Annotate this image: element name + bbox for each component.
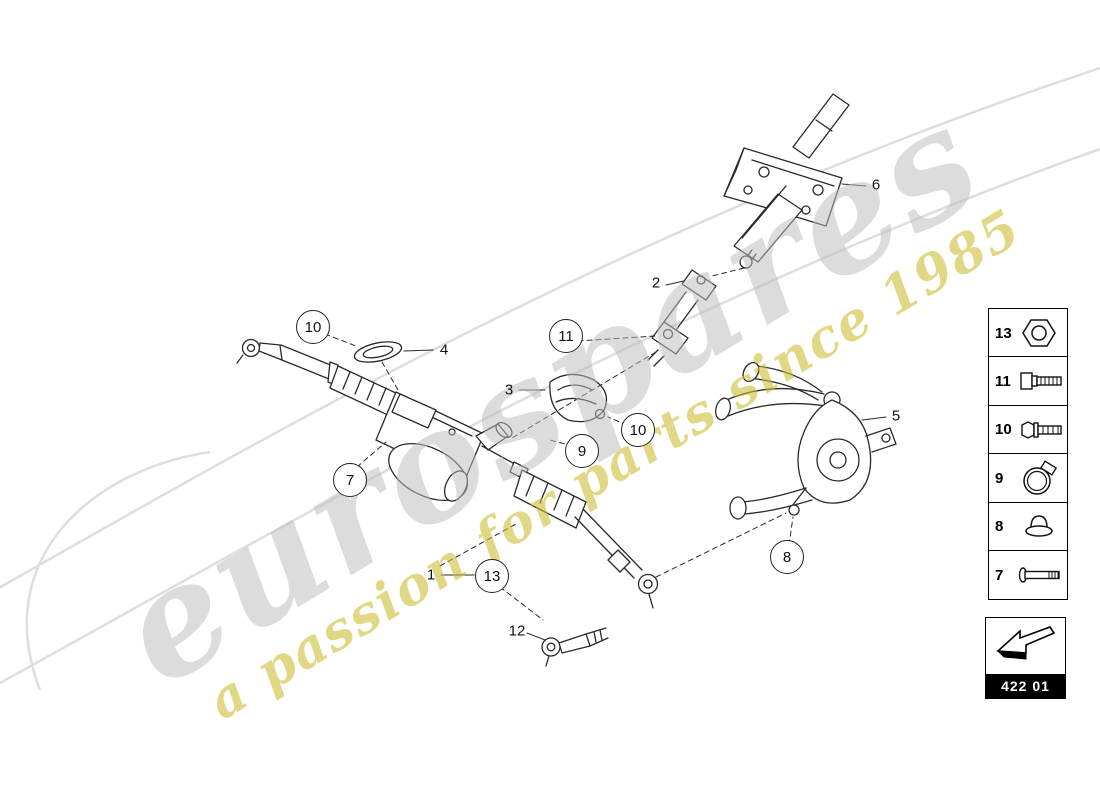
part-callout-8[interactable]: 8 (770, 540, 804, 574)
diagram-code-box: 422 01 (985, 617, 1066, 699)
diagram-code: 422 01 (986, 674, 1065, 698)
legend-row-9[interactable]: 9 (988, 453, 1068, 504)
part-label-5[interactable]: 5 (891, 407, 901, 425)
part-label-4[interactable]: 4 (439, 341, 449, 359)
part-callout-10b[interactable]: 10 (621, 413, 655, 447)
part-label-6[interactable]: 6 (871, 176, 881, 194)
legend-row-10[interactable]: 10 (988, 404, 1068, 455)
hose-clamp-icon (1019, 459, 1059, 497)
watermark-swoosh (0, 66, 1100, 691)
wheel-carrier-part (715, 362, 897, 520)
leader-lines (324, 183, 887, 641)
legend-number: 8 (995, 518, 1004, 536)
long-bolt-icon (1017, 562, 1065, 588)
legend-number: 9 (995, 469, 1004, 487)
hex-flange-bolt-icon (1019, 415, 1065, 445)
legend-row-13[interactable]: 13 (988, 308, 1068, 358)
part-callout-9[interactable]: 9 (565, 434, 599, 468)
steering-column-part (723, 93, 850, 269)
assembly-axis-lines (381, 267, 787, 578)
legend-number: 7 (995, 566, 1004, 584)
legend-number: 11 (995, 372, 1011, 390)
legend-row-11[interactable]: 11 (988, 356, 1068, 407)
hex-nut-icon (1019, 315, 1059, 351)
cap-nut-icon (1019, 510, 1059, 544)
cover-seal-part (353, 341, 403, 363)
legend-row-8[interactable]: 8 (988, 501, 1068, 552)
legend-number: 10 (995, 421, 1012, 439)
part-callout-11[interactable]: 11 (549, 319, 583, 353)
part-label-3[interactable]: 3 (504, 381, 514, 399)
socket-head-bolt-icon (1019, 366, 1065, 396)
tie-rod-end-part (541, 627, 609, 667)
intermediate-shaft-part (647, 269, 717, 367)
part-label-1[interactable]: 1 (426, 566, 436, 584)
part-label-2[interactable]: 2 (651, 274, 661, 292)
part-label-12[interactable]: 12 (508, 622, 526, 640)
part-callout-13[interactable]: 13 (475, 559, 509, 593)
hardware-legend: 13 11 10 (988, 308, 1068, 601)
legend-row-7[interactable]: 7 (988, 550, 1068, 601)
steering-rack-part (236, 338, 659, 609)
part-callout-10a[interactable]: 10 (296, 310, 330, 344)
direction-arrow-icon (986, 618, 1065, 674)
part-callout-7[interactable]: 7 (333, 463, 367, 497)
legend-number: 13 (995, 324, 1012, 342)
